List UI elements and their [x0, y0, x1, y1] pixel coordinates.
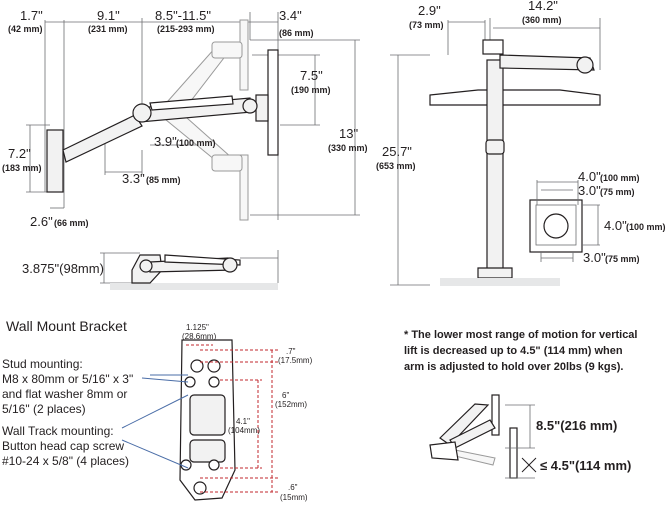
dim-7-2-mm: (183 mm)	[2, 163, 42, 173]
dim-13-mm: (330 mm)	[328, 143, 368, 153]
low-range-arm-drawing	[429, 394, 537, 479]
stud-line: and flat washer 8mm or	[2, 387, 128, 401]
bracket-dim-1-125: 1.125"	[186, 323, 209, 332]
vesa-top-4-0: 4.0"	[578, 169, 601, 184]
vesa-top-3-0: 3.0"	[578, 183, 601, 198]
vesa-bottom-3-0-mm: (75 mm)	[605, 254, 640, 264]
dim-2-6-mm: (66 mm)	[54, 218, 89, 228]
dim-3-4: 3.4"	[279, 8, 302, 23]
vesa-bottom-3-0: 3.0"	[583, 250, 606, 265]
dim-1-7: 1.7"	[20, 8, 43, 23]
stud-line: M8 x 80mm or 5/16" x 3"	[2, 372, 134, 386]
stud-mounting-text: Stud mounting: M8 x 80mm or 5/16" x 3" a…	[2, 357, 133, 417]
dim-7-5-mm: (190 mm)	[291, 85, 331, 95]
vesa-right-4-0: 4.0"	[604, 218, 627, 233]
bracket-dim-6b-mm: (15mm)	[280, 493, 308, 502]
stud-line: Stud mounting:	[2, 357, 83, 371]
desk-clamp-drawing	[100, 250, 279, 290]
dim-3-3-mm: (85 mm)	[146, 175, 181, 185]
bracket-dim-7: .7"	[286, 347, 296, 356]
bracket-dim-4-1-mm: (104mm)	[228, 426, 260, 435]
dim-3-3: 3.3"	[122, 171, 145, 186]
note-dim-8-5: 8.5"(216 mm)	[536, 418, 617, 433]
wall-bracket-title: Wall Mount Bracket	[6, 318, 127, 334]
dim-13: 13"	[339, 126, 358, 141]
note-line: lift is decreased up to 4.5" (114 mm) wh…	[404, 345, 623, 357]
dim-9-1: 9.1"	[97, 8, 120, 23]
track-line: #10-24 x 5/8" (4 places)	[2, 454, 129, 468]
bracket-dim-7-mm: (17.5mm)	[278, 356, 313, 365]
track-line: Button head cap screw	[2, 439, 125, 453]
wall-track-mounting-text: Wall Track mounting: Button head cap scr…	[2, 424, 129, 469]
side-view-drawing	[26, 12, 360, 221]
dim-25-7-mm: (653 mm)	[376, 161, 416, 171]
weight-range-note: * The lower most range of motion for ver…	[404, 327, 637, 375]
dim-2-9: 2.9"	[418, 3, 441, 18]
bracket-dim-6-mm: (152mm)	[275, 400, 307, 409]
vesa-right-4-0-mm: (100 mm)	[626, 222, 666, 232]
dim-3-4-mm: (86 mm)	[279, 28, 314, 38]
dim-25-7: 25.7"	[382, 144, 412, 159]
dim-8-5-mm: (215-293 mm)	[157, 24, 215, 34]
dim-3-9: 3.9"	[154, 134, 177, 149]
dim-8-5: 8.5"-11.5"	[155, 8, 211, 23]
desk-height-label: 3.875"(98mm)	[22, 261, 104, 276]
dim-7-2: 7.2"	[8, 146, 31, 161]
dim-1-7-mm: (42 mm)	[8, 24, 43, 34]
dim-9-1-mm: (231 mm)	[88, 24, 128, 34]
bracket-dim-6b: .6"	[288, 483, 298, 492]
wall-bracket-drawing	[121, 339, 280, 501]
pole-mount-drawing	[390, 18, 601, 286]
dim-3-9-mm: (100 mm)	[176, 138, 216, 148]
dim-2-6: 2.6"	[30, 214, 53, 229]
note-dim-4-5: ≤ 4.5"(114 mm)	[540, 458, 631, 473]
dim-7-5: 7.5"	[300, 68, 323, 83]
track-line: Wall Track mounting:	[2, 424, 114, 438]
dim-14-2: 14.2"	[528, 0, 558, 13]
vesa-top-3-0-mm: (75 mm)	[600, 187, 635, 197]
bracket-dim-6: 6"	[282, 391, 289, 400]
stud-line: 5/16" (2 places)	[2, 402, 86, 416]
bracket-dim-4-1: 4.1"	[236, 417, 250, 426]
vesa-top-4-0-mm: (100 mm)	[600, 173, 640, 183]
dim-2-9-mm: (73 mm)	[409, 20, 444, 30]
bracket-dim-1-125-mm: (28.6mm)	[182, 332, 217, 341]
dim-14-2-mm: (360 mm)	[522, 15, 562, 25]
note-line: * The lower most range of motion for ver…	[404, 329, 638, 341]
note-line: arm is adjusted to hold over 20lbs (9 kg…	[404, 361, 624, 373]
